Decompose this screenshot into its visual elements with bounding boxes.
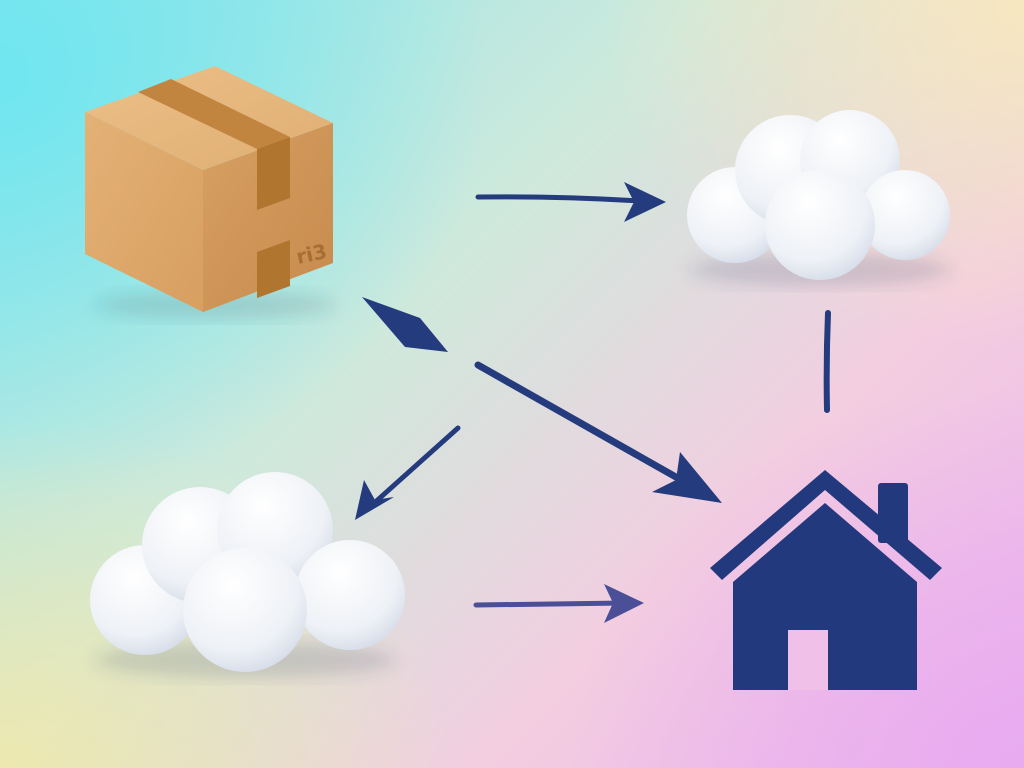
cloud-lower-node [90,472,405,678]
arrow-package-to-cloud [475,182,666,222]
cardboard-box-icon: ri3 [85,66,335,319]
line-cloud-to-home [823,310,831,413]
arrow-center-to-lower-cloud [355,425,461,520]
package-node: ri3 [85,66,335,319]
arrow-cloud-to-home [473,584,644,623]
cloud-icon [687,110,950,286]
cloud-icon [90,472,405,678]
home-node [710,470,942,690]
house-icon [710,470,942,690]
connectors [355,182,831,623]
arrow-center-to-home [474,361,722,503]
cloud-upper-node [687,110,950,286]
arrow-center-to-package [362,297,448,352]
